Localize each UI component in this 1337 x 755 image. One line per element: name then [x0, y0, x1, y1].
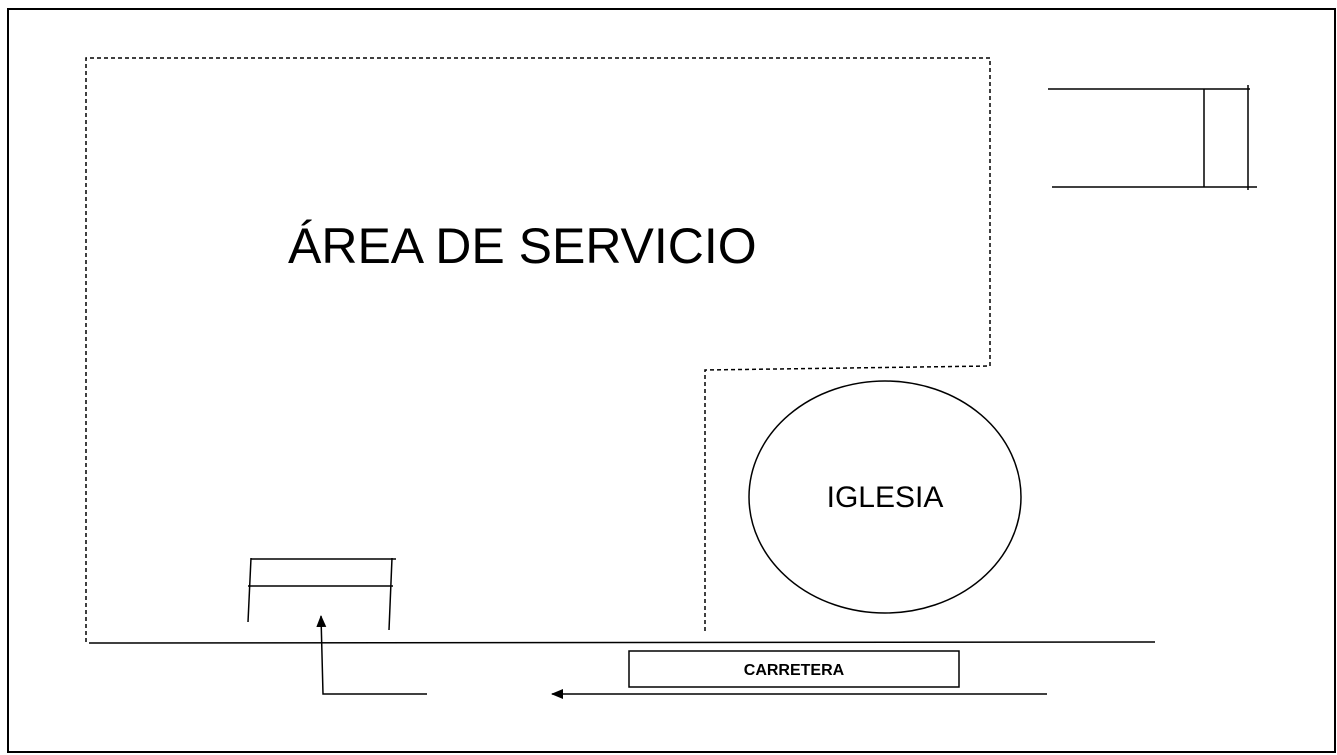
entrance-gate — [247, 557, 396, 631]
church-shape — [748, 380, 1022, 614]
service-area-boundary — [85, 57, 991, 642]
road-label: CARRETERA — [744, 662, 845, 679]
outer-frame — [7, 8, 1336, 753]
road-label-box — [628, 650, 960, 688]
structure-top-right — [1048, 85, 1257, 190]
service-area-label: ÁREA DE SERVICIO — [288, 218, 757, 274]
entrance-turn-arrow — [316, 615, 427, 695]
church-label: IGLESIA — [827, 481, 944, 514]
road-edge-line — [88, 641, 1156, 644]
